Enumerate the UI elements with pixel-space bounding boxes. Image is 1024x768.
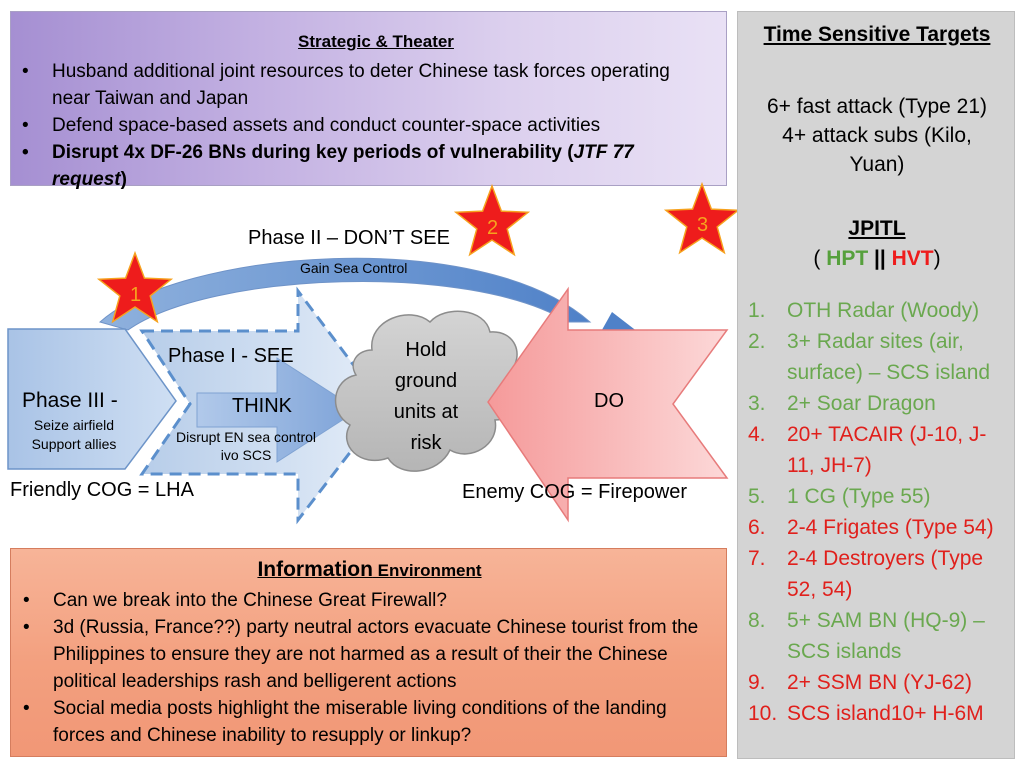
friendly-cog-label: Friendly COG = LHA bbox=[10, 479, 194, 501]
jpitl-title: JPITL bbox=[848, 217, 906, 240]
think-sublabel: Disrupt EN sea control ivo SCS bbox=[166, 428, 326, 464]
phase3-sub-line: Support allies bbox=[31, 436, 117, 452]
cloud-label: Hold ground units at risk bbox=[370, 335, 482, 459]
jpitl-item-text: SCS island10+ H-6M bbox=[787, 702, 984, 725]
info-title-main: Information bbox=[257, 558, 373, 581]
jpitl-item: 7. 2-4 Destroyers (Type 52, 54) bbox=[748, 543, 1010, 605]
info-title: Information Environment bbox=[11, 558, 728, 582]
phase2-sublabel: Gain Sea Control bbox=[300, 260, 408, 276]
strategic-bullet-bold: Disrupt 4x DF-26 BNs during key periods … bbox=[22, 139, 692, 193]
jpitl-item: 10. SCS island10+ H-6M bbox=[748, 698, 1010, 729]
jpitl-item-number: 5. bbox=[748, 485, 766, 508]
bold-bullet-text: Disrupt 4x DF-26 BNs during key periods … bbox=[52, 142, 574, 163]
jpitl-item: 4. 20+ TACAIR (J-10, J-11, JH-7) bbox=[748, 419, 1010, 481]
tst-line: Yuan) bbox=[849, 153, 905, 176]
do-arrow bbox=[487, 286, 729, 523]
info-bullet: Can we break into the Chinese Great Fire… bbox=[23, 587, 721, 614]
jpitl-item-number: 6. bbox=[748, 516, 766, 539]
cloud-shape bbox=[334, 310, 521, 472]
strategic-theater-box: Strategic & Theater Husband additional j… bbox=[10, 11, 727, 190]
strategic-bullet: Defend space-based assets and conduct co… bbox=[22, 112, 692, 139]
jpitl-item-number: 2. bbox=[748, 330, 766, 353]
jpitl-item-text: 5+ SAM BN (HQ-9) – SCS islands bbox=[787, 609, 985, 663]
legend-hpt: HPT bbox=[826, 247, 869, 270]
info-bullets: Can we break into the Chinese Great Fire… bbox=[23, 587, 721, 749]
tst-line: 6+ fast attack (Type 21) bbox=[766, 95, 988, 118]
legend-sep: || bbox=[868, 247, 892, 270]
jpitl-item-number: 9. bbox=[748, 671, 766, 694]
jpitl-item-text: 20+ TACAIR (J-10, J-11, JH-7) bbox=[787, 423, 987, 477]
jpitl-item-text: 2-4 Frigates (Type 54) bbox=[787, 516, 994, 539]
jpitl-item-text: 2+ Soar Dragon bbox=[787, 392, 936, 415]
legend-open: ( bbox=[813, 247, 827, 270]
jpitl-item: 5. 1 CG (Type 55) bbox=[748, 481, 1010, 512]
phase3-sublabel: Seize airfield Support allies bbox=[14, 416, 134, 454]
enemy-cog-label: Enemy COG = Firepower bbox=[462, 481, 688, 503]
cloud-line: ground bbox=[394, 370, 458, 392]
information-environment-box: Information Environment Can we break int… bbox=[10, 548, 727, 757]
phase-diagram bbox=[7, 181, 737, 525]
phase1-label: Phase I - SEE bbox=[168, 345, 294, 367]
phase3-arrow bbox=[7, 328, 177, 470]
cloud-line: units at bbox=[393, 401, 459, 423]
legend-hvt: HVT bbox=[891, 247, 934, 270]
star-2-number: 2 bbox=[487, 217, 499, 239]
info-bullet: Social media posts highlight the miserab… bbox=[23, 695, 721, 749]
star-shape bbox=[453, 183, 531, 257]
jpitl-item-text: 2+ SSM BN (YJ-62) bbox=[787, 671, 972, 694]
time-sensitive-targets-panel: Time Sensitive Targets 6+ fast attack (T… bbox=[737, 11, 1015, 759]
jpitl-item-number: 4. bbox=[748, 423, 766, 446]
star-3-number: 3 bbox=[697, 214, 709, 236]
tst-title: Time Sensitive Targets bbox=[763, 23, 991, 46]
jpitl-item-number: 10. bbox=[748, 702, 778, 725]
jpitl-item-text: 1 CG (Type 55) bbox=[787, 485, 931, 508]
jpitl-item: 3. 2+ Soar Dragon bbox=[748, 388, 1010, 419]
star-shape bbox=[663, 181, 737, 255]
jpitl-item-text: OTH Radar (Woody) bbox=[787, 299, 980, 322]
do-label: DO bbox=[594, 390, 624, 412]
jpitl-item-number: 1. bbox=[748, 299, 766, 322]
star-3-icon bbox=[663, 181, 737, 255]
strategic-bullets: Husband additional joint resources to de… bbox=[22, 58, 692, 193]
bold-bullet-italic: JTF 77 request bbox=[52, 142, 634, 190]
jpitl-item-text: 2-4 Destroyers (Type 52, 54) bbox=[787, 547, 984, 601]
phase3-sub-line: Seize airfield bbox=[33, 417, 115, 433]
star-2-icon bbox=[453, 183, 531, 257]
star-1-number: 1 bbox=[130, 284, 142, 306]
jpitl-item: 2. 3+ Radar sites (air, surface) – SCS is… bbox=[748, 326, 1010, 388]
star-1-icon bbox=[96, 250, 174, 324]
phase3-label: Phase III - bbox=[22, 389, 118, 412]
phase2-arc-arrow bbox=[98, 257, 592, 331]
think-label: THINK bbox=[232, 395, 292, 417]
info-bullet: 3d (Russia, France??) party neutral acto… bbox=[23, 614, 721, 695]
phase2-label: Phase II – DON’T SEE bbox=[248, 227, 450, 249]
star-shape bbox=[96, 250, 174, 324]
bold-bullet-end: ) bbox=[120, 169, 127, 190]
jpitl-item-number: 8. bbox=[748, 609, 766, 632]
tst-lines: 6+ fast attack (Type 21) 4+ attack subs … bbox=[738, 92, 1016, 179]
jpitl-item: 9. 2+ SSM BN (YJ-62) bbox=[748, 667, 1010, 698]
jpitl-item-number: 3. bbox=[748, 392, 766, 415]
tst-line: 4+ attack subs (Kilo, bbox=[782, 124, 972, 147]
cloud-line: risk bbox=[410, 432, 442, 454]
jpitl-item: 8. 5+ SAM BN (HQ-9) – SCS islands bbox=[748, 605, 1010, 667]
strategic-title: Strategic & Theater bbox=[298, 32, 454, 51]
think-sub-line: ivo SCS bbox=[220, 447, 272, 463]
jpitl-legend: ( HPT || HVT) bbox=[738, 244, 1016, 273]
legend-close: ) bbox=[933, 247, 941, 270]
think-sub-line: Disrupt EN sea control bbox=[175, 429, 317, 445]
info-title-sub: Environment bbox=[372, 561, 482, 580]
jpitl-list: 1. OTH Radar (Woody) 2. 3+ Radar sites (air… bbox=[748, 295, 1010, 729]
jpitl-item: 1. OTH Radar (Woody) bbox=[748, 295, 1010, 326]
jpitl-item-text: 3+ Radar sites (air, surface) – SCS isla… bbox=[787, 330, 991, 384]
jpitl-item: 6. 2-4 Frigates (Type 54) bbox=[748, 512, 1010, 543]
jpitl-item-number: 7. bbox=[748, 547, 766, 570]
cloud-line: Hold bbox=[405, 339, 447, 361]
strategic-bullet: Husband additional joint resources to de… bbox=[22, 58, 692, 112]
think-arrow bbox=[196, 357, 359, 463]
